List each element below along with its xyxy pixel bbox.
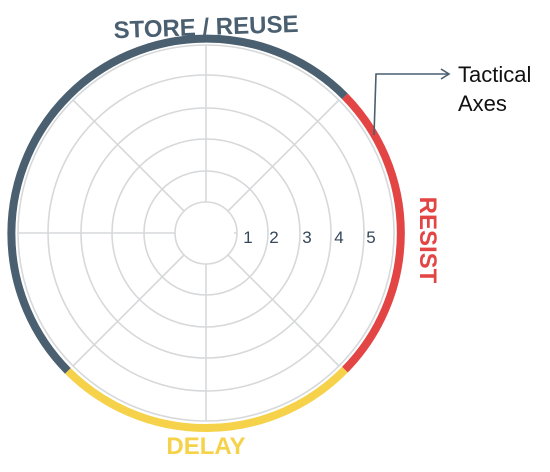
resist-label: RESIST (414, 197, 441, 284)
resist-arc (342, 93, 405, 373)
spoke-diag-ne (227, 99, 340, 212)
callout-arrow-line (373, 73, 449, 136)
polar-grid (17, 44, 395, 422)
store-reuse-label: STORE / REUSE (113, 11, 299, 44)
tactical-axes-callout: Tactical Axes (373, 62, 531, 136)
ring-label-4: 4 (334, 228, 343, 247)
ring-label-2: 2 (269, 228, 278, 247)
spoke-diag-sw (72, 254, 185, 367)
delay-label: DELAY (166, 433, 245, 460)
ring-label-1: 1 (243, 228, 252, 247)
spoke-diag-nw (72, 99, 185, 212)
delay-arc (65, 366, 348, 432)
ring-label-5: 5 (366, 228, 375, 247)
store-reuse-arc (7, 34, 348, 374)
grid-ring-1 (174, 201, 238, 265)
spoke-diag-se (227, 254, 340, 367)
callout-arrow-icon (440, 68, 451, 80)
ring-label-3: 3 (302, 228, 311, 247)
ring-scale-labels: 1 2 3 4 5 (243, 228, 375, 247)
annotation-line-2: Axes (458, 91, 507, 116)
annotation-line-1: Tactical (458, 62, 531, 87)
